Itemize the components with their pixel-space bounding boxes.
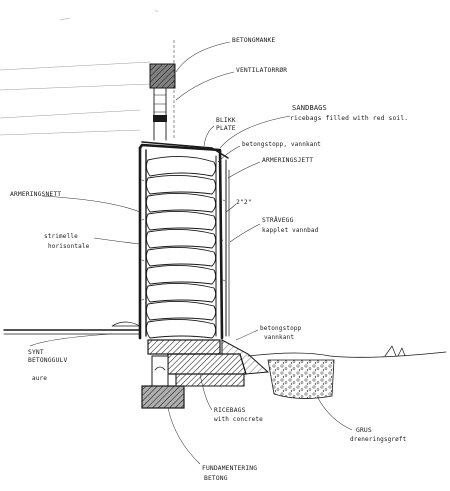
label-betongstopp-low2: vannkant [264, 334, 294, 341]
sandbag-stack [141, 155, 226, 339]
label-ventilatoror: VENTILATORRØR [236, 66, 287, 74]
label-with-concrete: with concrete [214, 416, 263, 423]
annotation-labels: BETONGMANKE VENTILATORRØR SANDBAGS riceb… [10, 37, 408, 482]
label-gulv3: aure [32, 375, 47, 382]
label-ricebags-low: RICEBAGS [214, 407, 246, 414]
label-fundament: FUNDAMENTERING [202, 465, 257, 472]
label-ricebags-fill: ricebags filled with red soil. [290, 115, 408, 122]
label-strimelle: strimelle [44, 233, 78, 240]
label-armeringsnett-left: ARMERINGSNETT [10, 191, 61, 198]
label-dim-2x2: 2"2" [236, 199, 252, 206]
label-stroevegg: STRÅVEGG [262, 215, 294, 224]
label-gulv1: SYNT [28, 349, 44, 356]
label-betongstopp-low1: betongstopp [260, 325, 302, 332]
leader-lines [29, 41, 353, 465]
floor-slab [3, 321, 141, 335]
label-betongstopp-top: betongstopp, vannkant [242, 141, 321, 148]
label-blikk: BLIKK [216, 117, 236, 124]
label-drenering: dreneringsgrøft [350, 436, 407, 443]
ground-and-drain [247, 345, 447, 399]
faint-background-lines [0, 9, 159, 136]
label-betongmanke: BETONGMANKE [232, 37, 275, 44]
foundation [141, 339, 270, 409]
label-kappet-vannbad: kapplet vannbad [262, 227, 319, 234]
label-horisontale: horisontale [48, 243, 90, 250]
label-gulv2: BETONGGULV [28, 357, 67, 364]
label-betong: BETONG [204, 475, 228, 482]
ventilation-pipe [149, 40, 176, 141]
label-sandbags: SANDBAGS [292, 104, 327, 112]
label-armeringsjett-right: ARMERINGSJETT [262, 157, 313, 164]
label-grus: GRUS [356, 427, 372, 434]
label-plate: PLATE [216, 125, 236, 132]
